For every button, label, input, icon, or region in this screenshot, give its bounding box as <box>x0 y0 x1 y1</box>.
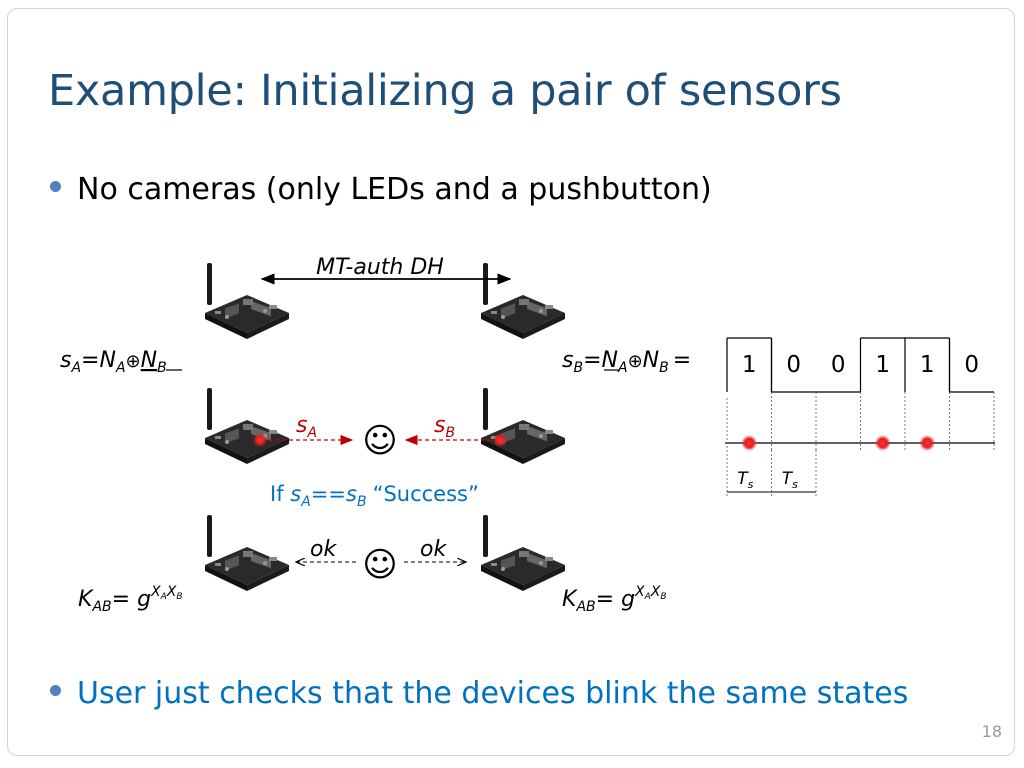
user-smiley-icon: ☺ <box>362 421 397 461</box>
ts-label: Ts <box>782 469 798 491</box>
bullet-dot-icon <box>50 181 61 192</box>
protocol-label: MT-auth DH <box>316 255 444 280</box>
page-number: 18 <box>981 722 1002 741</box>
led-a-icon <box>253 433 267 447</box>
sensor-b-top <box>481 263 565 339</box>
slide-frame <box>7 8 1015 756</box>
slide-title: Example: Initializing a pair of sensors <box>48 66 842 116</box>
led-blink-icon <box>741 435 758 451</box>
blink-label-a: sA <box>296 413 317 441</box>
bit-label: 1 <box>920 352 935 378</box>
led-blink-icon <box>919 435 936 451</box>
formula-b: sB=NA⊕NB= <box>562 348 691 376</box>
bullet-dot-icon <box>50 685 61 696</box>
sensor-a-mid <box>205 388 289 464</box>
sensor-b-bottom <box>481 515 565 591</box>
ok-label-right: ok <box>420 537 447 562</box>
key-b: KAB= gXAXB <box>562 584 667 615</box>
bit-label: 1 <box>742 352 757 378</box>
formula-a: sA=NA⊕NB <box>60 348 167 376</box>
ts-label: Ts <box>737 469 753 491</box>
sensor-a-bottom <box>205 515 289 591</box>
bit-label: 0 <box>786 352 801 378</box>
sensor-a-top <box>205 263 289 339</box>
bullet-item: No cameras (only LEDs and a pushbutton) <box>50 172 712 207</box>
bit-waveform: 1 0 0 1 1 0Ts Ts <box>725 337 995 496</box>
sensor-b-mid <box>481 388 565 464</box>
bit-label: 0 <box>964 352 979 378</box>
check-statement: If sA==sB“Success” <box>270 482 479 510</box>
led-b-icon <box>493 433 507 447</box>
ok-label-left: ok <box>310 537 337 562</box>
bullet-text: User just checks that the devices blink … <box>77 676 909 711</box>
key-a: KAB= gXAXB <box>78 584 183 615</box>
bit-label: 1 <box>875 352 890 378</box>
blink-label-b: sB <box>434 413 455 441</box>
bullet-item: User just checks that the devices blink … <box>50 676 908 711</box>
bullet-text: No cameras (only LEDs and a pushbutton) <box>77 172 712 207</box>
user-smiley-icon: ☺ <box>362 545 397 585</box>
bit-label: 0 <box>831 352 846 378</box>
led-blink-icon <box>874 435 891 451</box>
